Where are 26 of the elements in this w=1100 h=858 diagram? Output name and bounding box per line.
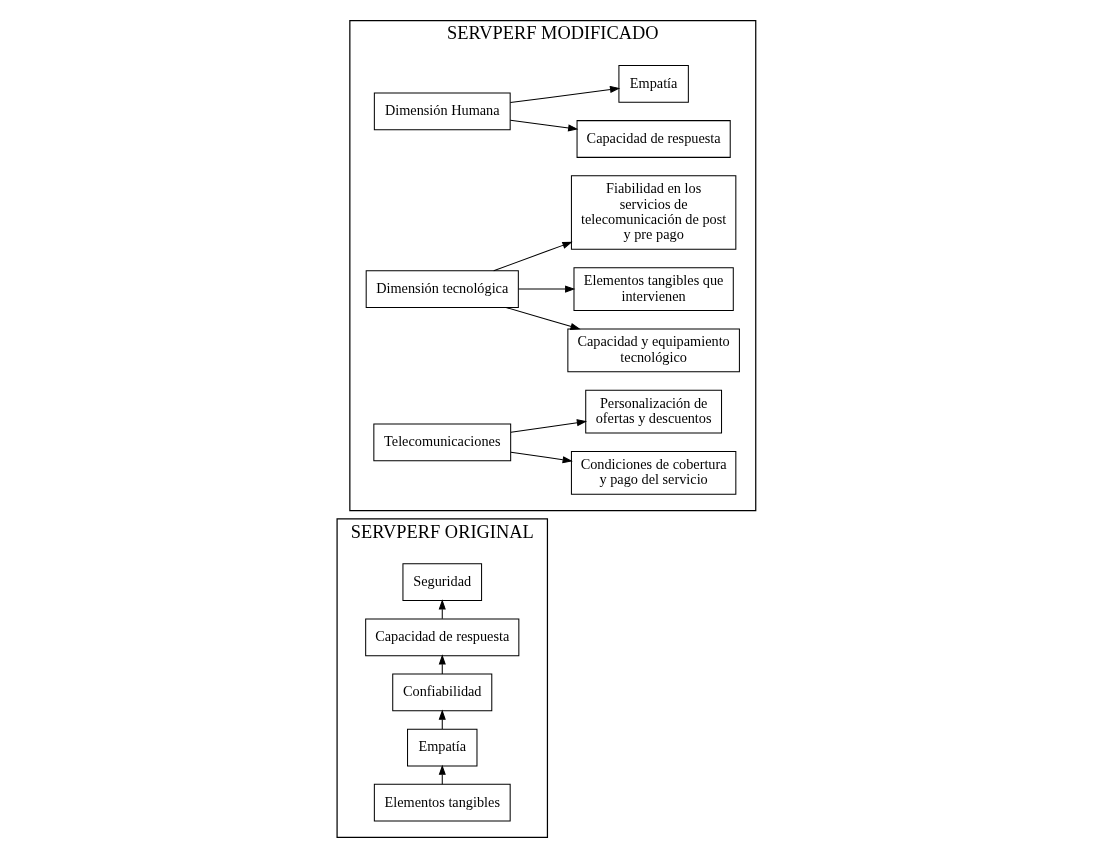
node-box: Confiabilidad [391,673,492,712]
arrow [509,85,620,104]
node-box: Seguridad [401,563,482,602]
node-box: Personalización de ofertas y descuentos [584,389,722,434]
node-box: Empatía [406,728,477,767]
node-box: Condiciones de cobertura y pago del servicio [570,450,736,495]
arrow [509,419,587,433]
node-box: Capacidad de respuesta [364,618,519,657]
arrow [492,241,573,272]
arrow [438,654,446,675]
node-box: Capacidad y equipamiento tecnológico [566,328,740,373]
node-box: Elementos tangibles [373,783,511,822]
arrow [438,599,446,620]
node-box: Empatía [617,64,689,103]
node-box: Telecomunicaciones [372,423,511,462]
arrow [509,119,578,132]
arrow [438,709,446,730]
arrow [509,451,573,464]
node-box: Dimensión Humana [373,92,511,131]
node-box: Fiabilidad en los servicios de telecomunicación de post y pre pago [570,175,736,250]
arrow [505,307,581,330]
arrow [517,285,575,293]
node-box: Elementos tangibles que intervienen [573,267,734,312]
node-box: Dimensión tecnológica [365,270,519,308]
arrow [438,764,446,785]
node-box: Capacidad de respuesta [576,120,731,158]
